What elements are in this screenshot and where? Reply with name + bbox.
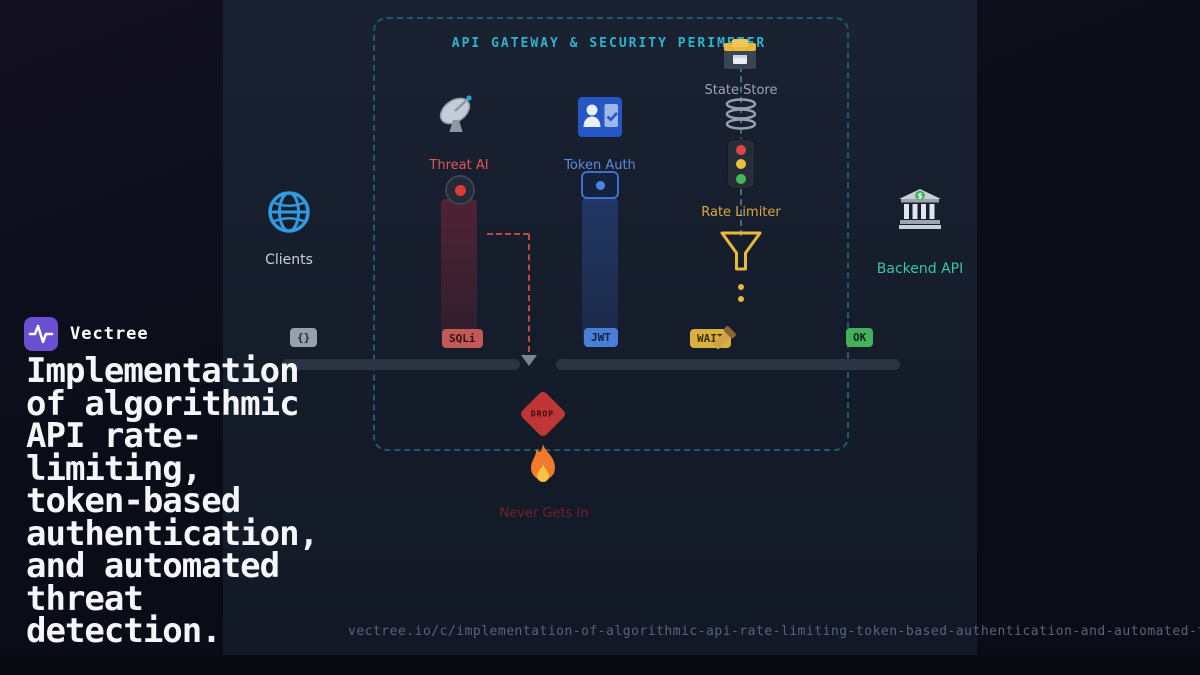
request-pipeline-left <box>282 359 520 370</box>
clients-label: Clients <box>265 252 313 268</box>
sqli-badge: SQLi <box>442 329 483 348</box>
clients-badge: {} <box>290 328 318 347</box>
blocked-label: Never Gets In <box>499 506 589 521</box>
vectree-logo-icon <box>24 317 58 351</box>
drop-arrow-icon <box>521 355 537 366</box>
card-url-link[interactable]: vectree.io/c/implementation-of-algorithm… <box>348 624 1200 639</box>
card-file-box-icon <box>720 35 760 75</box>
svg-text:$: $ <box>917 192 923 201</box>
passport-control-icon <box>576 93 624 141</box>
bank-icon: $ <box>898 187 942 231</box>
coil-spring-icon <box>721 97 761 131</box>
token-status-indicator <box>581 171 619 199</box>
bottom-band <box>0 655 1200 675</box>
rate-limiter-label: Rate Limiter <box>701 205 781 220</box>
state-store-label: State Store <box>704 83 778 98</box>
security-perimeter-box <box>373 17 849 451</box>
traffic-red-light <box>736 144 746 155</box>
threat-scan-column <box>441 199 477 345</box>
brand-name: Vectree <box>70 324 149 344</box>
threat-ai-label: Threat AI <box>429 158 489 173</box>
satellite-dish-icon <box>434 92 482 140</box>
funnel-icon <box>717 229 765 277</box>
traffic-green-light <box>736 173 746 184</box>
globe-icon <box>265 188 313 236</box>
fire-icon <box>524 442 562 488</box>
jwt-badge: JWT <box>584 328 618 347</box>
gavel-icon <box>708 320 742 354</box>
backend-api-label: Backend API <box>876 261 964 277</box>
drip-dot <box>738 284 744 290</box>
blue-dot-icon <box>595 180 605 190</box>
token-auth-label: Token Auth <box>564 158 636 173</box>
threat-status-indicator <box>445 175 475 205</box>
ok-badge: OK <box>846 328 874 347</box>
traffic-light-icon <box>728 140 754 188</box>
auth-scan-column <box>582 198 618 345</box>
traffic-yellow-light <box>736 159 746 169</box>
request-pipeline-right <box>556 359 900 370</box>
threat-drop-connector-horizontal <box>487 233 529 235</box>
perimeter-title: API GATEWAY & SECURITY PERIMETER <box>451 36 767 51</box>
card-headline: Implementation of algorithmic API rate- … <box>26 351 319 651</box>
red-dot-icon <box>454 184 466 196</box>
drop-label: DROP <box>531 409 555 419</box>
drip-dot <box>738 296 744 302</box>
threat-drop-connector-vertical <box>528 234 530 352</box>
